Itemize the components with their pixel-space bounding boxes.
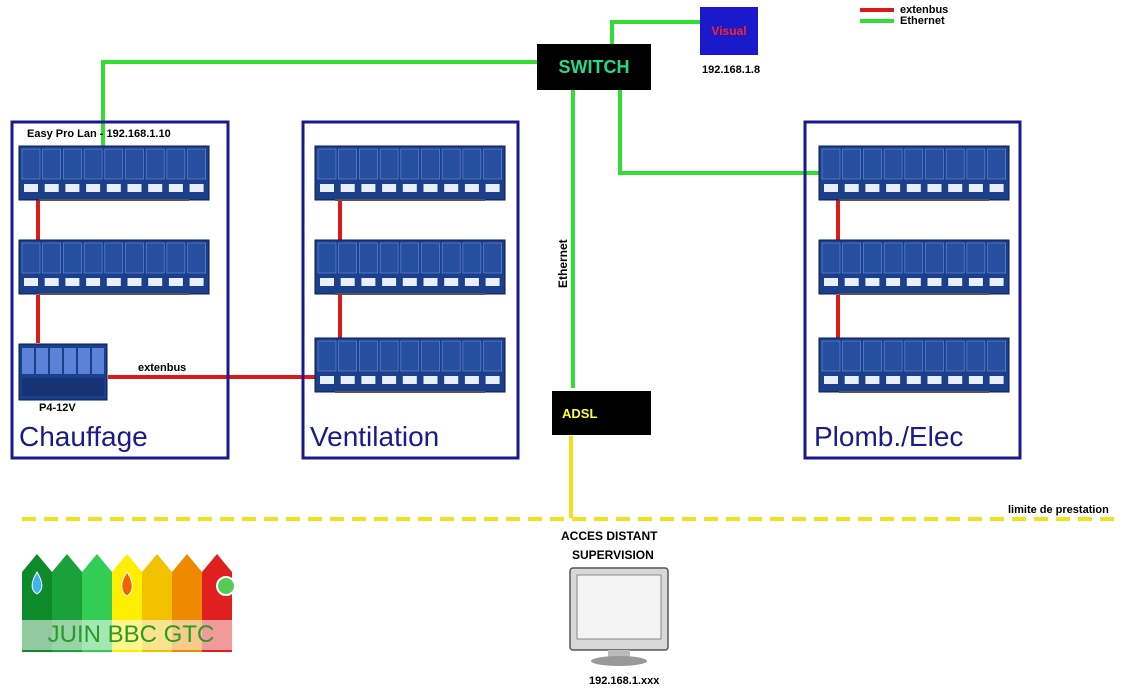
visual-ip: 192.168.1.8 [702, 64, 761, 76]
visual-node: Visual [700, 7, 758, 55]
monitor-icon [569, 567, 669, 666]
energy-label-logo [22, 554, 236, 652]
zone-title-chauffage: Chauffage [19, 421, 148, 452]
controller-module [18, 145, 210, 201]
controller-module [314, 145, 506, 201]
controller-module [18, 239, 210, 295]
legend-extenbus-label: extenbus [900, 4, 949, 16]
switch-label: SWITCH [558, 56, 630, 77]
boundary-label: limite de prestation [1008, 504, 1109, 516]
legend-ethernet-swatch [860, 19, 894, 23]
remote-ip: 192.168.1.xxx [589, 675, 660, 687]
recycle-icon [216, 576, 236, 596]
zone-chauffage-frame [10, 120, 230, 460]
switch-node: SWITCH [537, 44, 651, 90]
flame-icon [121, 571, 133, 597]
water-drop-icon [31, 571, 43, 595]
legend-ethernet: Ethernet [860, 15, 945, 27]
p4-12v-module [18, 343, 108, 401]
remote-title-line2: SUPERVISION [572, 548, 654, 562]
ethernet-link-plomb [618, 90, 820, 175]
controller-module [314, 337, 506, 393]
legend-extenbus-swatch [860, 8, 894, 12]
controller-module [818, 239, 1010, 295]
legend-ethernet-label: Ethernet [900, 15, 945, 27]
extenbus-link-label: extenbus [138, 362, 187, 374]
zone-title-plomb: Plomb./Elec [814, 421, 964, 452]
ethernet-link-chauffage [101, 60, 537, 148]
controller-module [314, 239, 506, 295]
zone-title-ventilation: Ventilation [310, 421, 440, 452]
easy-pro-lan-label: Easy Pro Lan - 192.168.1.10 [27, 128, 171, 140]
controller-module [818, 337, 1010, 393]
remote-title-line1: ACCES DISTANT [561, 529, 658, 543]
zone-plomb-frame [803, 120, 1022, 460]
logo-text: JUIN BBC GTC [47, 621, 215, 648]
controller-module [818, 145, 1010, 201]
legend-extenbus: extenbus [860, 4, 948, 16]
ethernet-link-visual [610, 20, 700, 44]
ethernet-vertical-label: Ethernet [556, 239, 570, 288]
adsl-node: ADSL [552, 391, 651, 435]
zone-ventilation-frame [301, 120, 520, 460]
p4-12v-label: P4-12V [39, 402, 76, 414]
visual-label: Visual [711, 24, 747, 38]
adsl-label: ADSL [562, 405, 598, 421]
